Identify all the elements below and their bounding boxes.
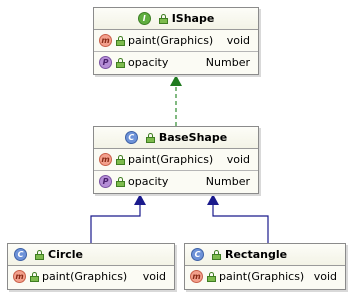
visibility-public-icon bbox=[158, 13, 168, 24]
node-title: BaseShape bbox=[158, 131, 228, 144]
node-header: I IShape bbox=[94, 8, 258, 30]
visibility-public-icon bbox=[116, 176, 125, 187]
properties-compartment: P opacity Number bbox=[94, 171, 258, 192]
realization-arrowhead bbox=[170, 75, 182, 86]
methods-compartment: m paint(Graphics) void bbox=[8, 266, 174, 287]
property-row[interactable]: P opacity Number bbox=[94, 172, 258, 191]
property-name: opacity bbox=[128, 175, 169, 188]
methods-compartment: m paint(Graphics) void bbox=[185, 266, 345, 287]
property-type: Number bbox=[205, 175, 250, 188]
property-type: Number bbox=[205, 56, 250, 69]
visibility-public-icon bbox=[116, 57, 125, 68]
class-icon: C bbox=[14, 248, 27, 261]
method-row[interactable]: m paint(Graphics) void bbox=[94, 31, 258, 50]
class-node-baseshape[interactable]: C BaseShape m paint(Graphics) void P opa… bbox=[93, 126, 259, 194]
interface-icon: I bbox=[137, 12, 151, 25]
node-title: Circle bbox=[48, 248, 84, 261]
method-type: void bbox=[313, 270, 337, 283]
method-type: void bbox=[226, 153, 250, 166]
method-row[interactable]: m paint(Graphics) void bbox=[185, 267, 345, 286]
class-icon: C bbox=[124, 131, 138, 144]
properties-compartment: P opacity Number bbox=[94, 52, 258, 73]
visibility-public-icon bbox=[145, 132, 155, 143]
method-type: void bbox=[226, 34, 250, 47]
method-icon: m bbox=[99, 34, 112, 47]
visibility-public-icon bbox=[212, 249, 221, 260]
property-name: opacity bbox=[128, 56, 169, 69]
property-icon: P bbox=[99, 56, 112, 69]
realization-edge bbox=[170, 75, 182, 126]
generalization-arrowhead bbox=[134, 194, 146, 205]
node-header: C BaseShape bbox=[94, 127, 258, 149]
methods-compartment: m paint(Graphics) void bbox=[94, 30, 258, 52]
node-header: C Rectangle bbox=[185, 244, 345, 266]
method-icon: m bbox=[190, 270, 203, 283]
class-icon: C bbox=[191, 248, 204, 261]
property-row[interactable]: P opacity Number bbox=[94, 53, 258, 72]
generalization-edge-rectangle bbox=[207, 194, 269, 243]
visibility-public-icon bbox=[35, 249, 44, 260]
generalization-arrowhead bbox=[207, 194, 219, 205]
methods-compartment: m paint(Graphics) void bbox=[94, 149, 258, 171]
method-icon: m bbox=[13, 270, 26, 283]
visibility-public-icon bbox=[116, 35, 125, 46]
node-header: C Circle bbox=[8, 244, 174, 266]
class-node-circle[interactable]: C Circle m paint(Graphics) void bbox=[7, 243, 175, 290]
method-row[interactable]: m paint(Graphics) void bbox=[94, 150, 258, 169]
method-name: paint(Graphics) bbox=[42, 270, 128, 283]
class-node-rectangle[interactable]: C Rectangle m paint(Graphics) void bbox=[184, 243, 346, 290]
method-row[interactable]: m paint(Graphics) void bbox=[8, 267, 174, 286]
method-type: void bbox=[142, 270, 166, 283]
node-title: Rectangle bbox=[225, 248, 288, 261]
generalization-edge-circle bbox=[90, 194, 146, 243]
method-name: paint(Graphics) bbox=[128, 153, 214, 166]
node-title: IShape bbox=[171, 12, 215, 25]
visibility-public-icon bbox=[30, 271, 39, 282]
visibility-public-icon bbox=[207, 271, 216, 282]
method-name: paint(Graphics) bbox=[128, 34, 214, 47]
class-node-ishape[interactable]: I IShape m paint(Graphics) void P opacit… bbox=[93, 7, 259, 75]
property-icon: P bbox=[99, 175, 112, 188]
method-icon: m bbox=[99, 153, 112, 166]
visibility-public-icon bbox=[116, 154, 125, 165]
method-name: paint(Graphics) bbox=[219, 270, 305, 283]
